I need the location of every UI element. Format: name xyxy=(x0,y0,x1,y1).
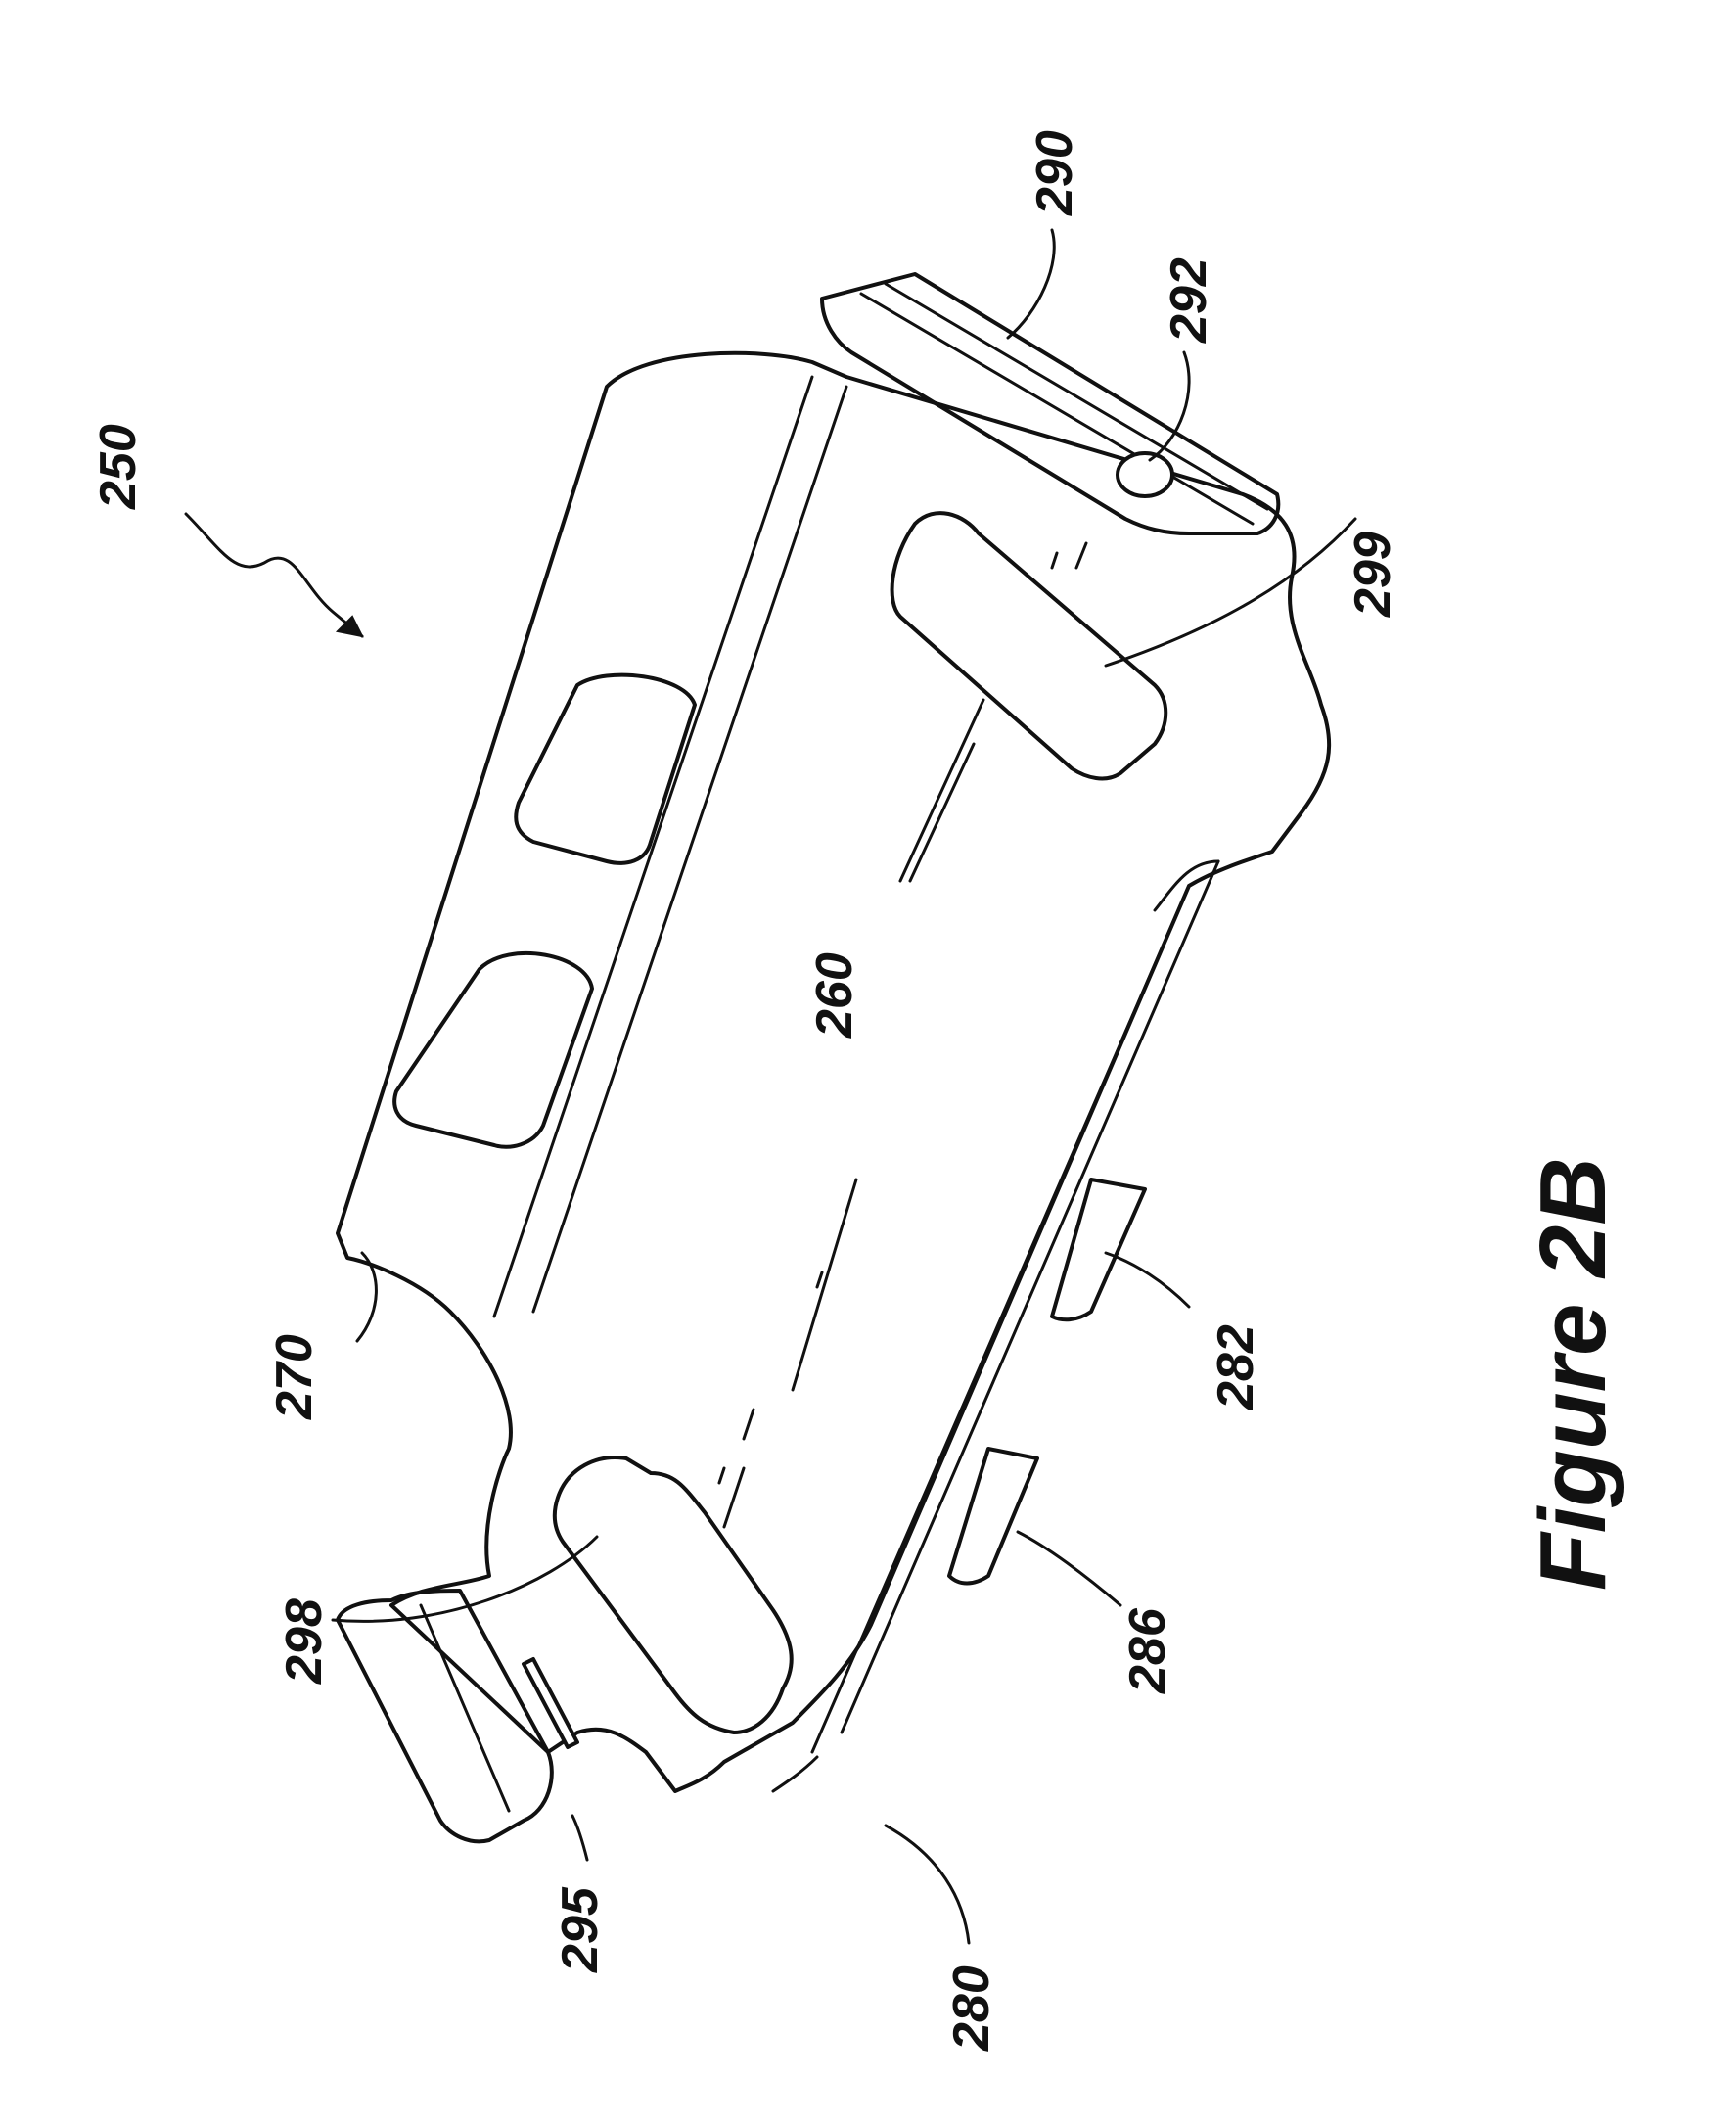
opening-298 xyxy=(555,1457,792,1733)
label-295: 295 xyxy=(552,1886,609,1973)
label-260: 260 xyxy=(806,952,863,1039)
slot-282 xyxy=(1052,1179,1145,1319)
hole-292 xyxy=(1118,453,1172,496)
figure-title: Figure 2B xyxy=(1521,1157,1625,1591)
opening-299 xyxy=(892,513,1166,778)
slot-286 xyxy=(949,1449,1037,1584)
label-282: 282 xyxy=(1208,1324,1264,1410)
label-298: 298 xyxy=(276,1598,333,1685)
label-250: 250 xyxy=(90,424,147,510)
rail-cutout-upper xyxy=(516,675,695,863)
label-270: 270 xyxy=(266,1334,323,1420)
label-299: 299 xyxy=(1345,532,1401,618)
arrow-250 xyxy=(186,514,362,636)
label-290: 290 xyxy=(1027,130,1083,216)
label-280: 280 xyxy=(943,1965,1000,2052)
label-286: 286 xyxy=(1119,1607,1176,1694)
flange-slot xyxy=(524,1659,577,1747)
label-292: 292 xyxy=(1161,257,1217,344)
end-flange xyxy=(338,1591,577,1841)
